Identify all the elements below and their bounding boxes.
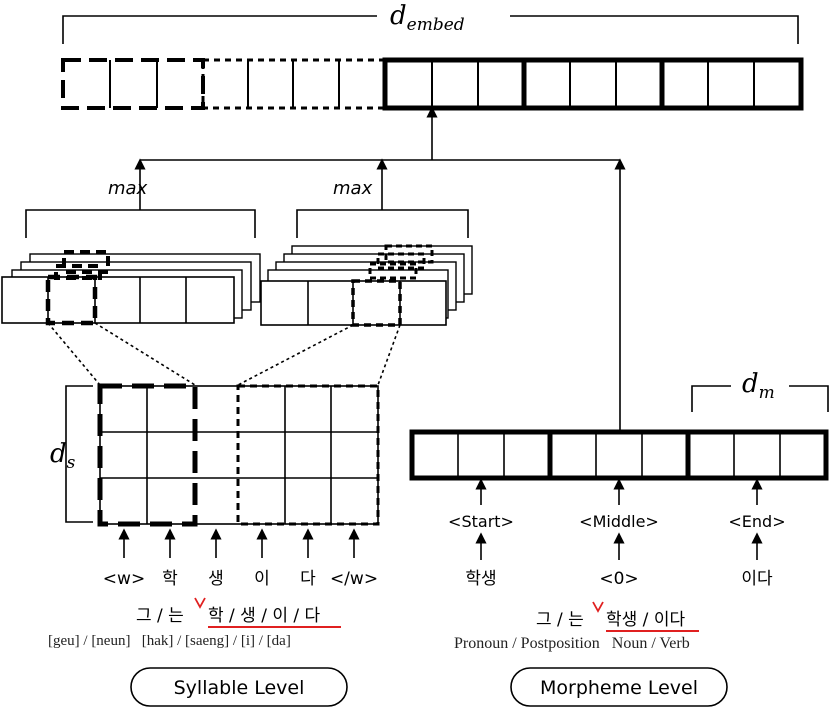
morpheme-arrows (475, 478, 763, 560)
syllable-embedding-segment (61, 58, 387, 110)
morpheme-tokens: 학생 <0> 이다 (465, 569, 773, 589)
syllable-sentence-prefix: 그 / 는 (136, 606, 184, 626)
morpheme-token: 학생 (465, 569, 496, 589)
morpheme-sentence-underlined: 학생 / 이다 (606, 610, 685, 630)
embed-dimension-label: dembed (390, 1, 465, 35)
embed-dimension-bracket: dembed (62, 1, 799, 44)
max-pool-label-left: max (108, 178, 148, 199)
syllable-level-label: Syllable Level (174, 677, 305, 699)
morpheme-level-pill: Morpheme Level (510, 667, 728, 707)
max-bracket-right (296, 209, 469, 238)
syllable-dimension-bracket: ds (50, 385, 93, 523)
syllable-tokens: <w> 학 생 이 다 </w> (103, 569, 378, 589)
syllable-token: <w> (103, 569, 145, 589)
position-tag-end: <End> (728, 512, 785, 531)
concat-connectors (134, 106, 626, 430)
morpheme-sentence: 그 / 는 학생 / 이다 Pronoun / Postposition Nou… (454, 601, 699, 652)
syllable-token: 다 (300, 569, 316, 589)
syllable-sentence: 그 / 는 학 / 생 / 이 / 다 [geu] / [neun] [hak]… (48, 597, 341, 649)
position-tag-middle: <Middle> (579, 512, 659, 531)
morpheme-dimension-label: dm (742, 369, 775, 403)
syllable-sentence-underlined: 학 / 생 / 이 / 다 (208, 606, 321, 626)
syllable-token: 이 (254, 569, 270, 589)
syllable-token: 생 (208, 569, 224, 589)
morpheme-embedding-segment (382, 57, 804, 111)
syllable-level-pill: Syllable Level (130, 667, 348, 707)
embedding-vector (61, 57, 804, 111)
insertion-caret (194, 597, 206, 609)
morpheme-dimension-bracket: dm (691, 369, 829, 412)
insertion-caret (592, 601, 604, 613)
syllable-romanization: [geu] / [neun] [hak] / [saeng] / [i] / [… (48, 633, 291, 649)
morpheme-sentence-prefix: 그 / 는 (536, 610, 584, 630)
morpheme-embedding-vector (409, 429, 829, 481)
syllable-dimension-label: ds (50, 439, 76, 473)
syllable-input-arrows (118, 528, 360, 558)
max-bracket-left (25, 209, 256, 238)
morpheme-token: <0> (599, 569, 638, 589)
syllable-embedding-matrix (97, 383, 380, 527)
max-pool-label-right: max (333, 178, 373, 199)
morpheme-level-label: Morpheme Level (540, 677, 698, 699)
syllable-token: 학 (162, 569, 178, 589)
syllable-token: </w> (330, 569, 378, 589)
filter-projection-lines (47, 322, 401, 386)
morpheme-token: 이다 (741, 569, 773, 589)
feature-map-stack-right (260, 244, 473, 327)
position-tag-start: <Start> (448, 512, 514, 531)
morpheme-position-tags: <Start> <Middle> <End> (448, 512, 786, 531)
morpheme-pos-tags: Pronoun / Postposition Noun / Verb (454, 635, 690, 652)
feature-map-stack-left (1, 250, 261, 326)
